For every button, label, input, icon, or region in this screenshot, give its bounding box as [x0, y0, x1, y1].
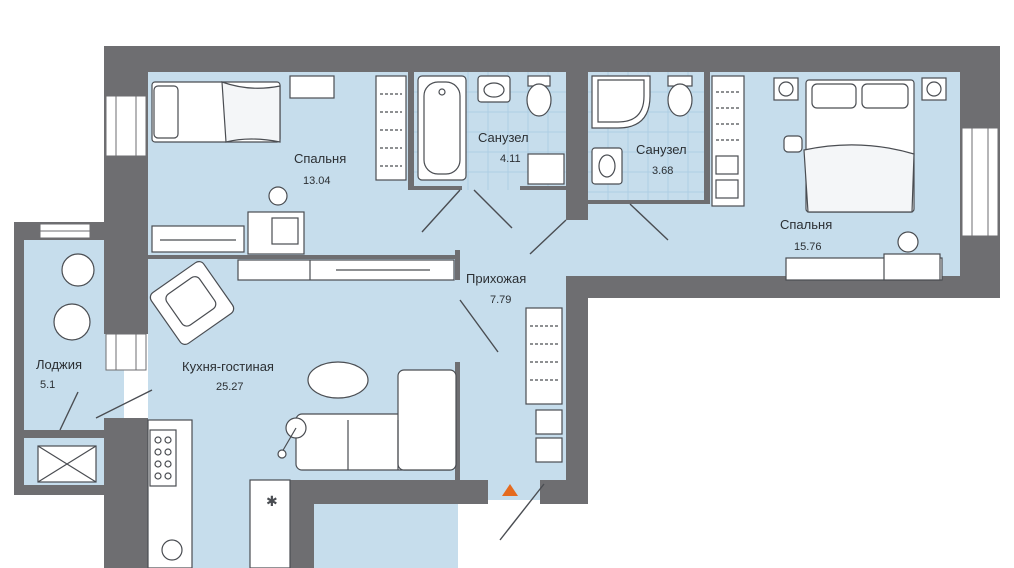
loggia-name: Лоджия [36, 357, 82, 372]
door-entry [499, 483, 545, 541]
kitchen-stool [161, 539, 183, 561]
bath1-area: 4.11 [500, 153, 521, 165]
printer-icon [271, 217, 299, 245]
doors [59, 189, 669, 541]
loggia-divider [20, 430, 124, 438]
wardrobe-bedroom1 [375, 75, 407, 181]
svg-text:✱: ✱ [266, 494, 278, 510]
wall-bed1-bottom [148, 255, 458, 259]
coffee-table [307, 361, 369, 399]
wall-bedroom2-bottom [566, 276, 1000, 298]
wall-bath1-bottom-left [412, 186, 462, 190]
bedroom2-name: Спальня [780, 217, 832, 232]
living-right-floor [455, 360, 495, 480]
window-bedroom1 [105, 95, 147, 157]
bedroom1-name: Спальня [294, 151, 346, 166]
bedroom2-area: 15.76 [794, 241, 822, 253]
loggia-area: 5.1 [40, 379, 55, 391]
bed-bedroom1 [151, 81, 281, 143]
door-bedroom1 [421, 189, 461, 233]
window-living [105, 333, 147, 371]
wall-bath1-bottom-right [520, 186, 566, 190]
kitchen-unit-2 [249, 479, 291, 568]
door-living [459, 299, 499, 353]
shoe-rack-2 [535, 437, 563, 463]
door-bath2 [629, 203, 669, 241]
windows [39, 95, 999, 371]
bath1-name: Санузел [478, 130, 529, 145]
wall-bath2-bed2 [704, 72, 710, 204]
armchair-living [149, 261, 235, 345]
door-bath1 [473, 189, 513, 229]
bathtub-bath1 [417, 75, 467, 181]
wall-living-bottom-down [290, 480, 314, 568]
wall-hall-bottom-right [540, 480, 588, 504]
loggia-chair [61, 253, 95, 287]
chair-bedroom2 [897, 231, 919, 253]
chair-bedroom1 [268, 186, 288, 206]
walls [14, 46, 1000, 568]
entry-arrow-icon [502, 484, 518, 496]
wall-bed1-bath1 [408, 72, 414, 190]
wall-left-upper [104, 46, 148, 334]
loggia-table [53, 303, 91, 341]
washer-bath1 [527, 153, 565, 185]
wardrobe-hall [525, 307, 563, 405]
desk-bedroom2-right [883, 253, 941, 281]
door-bedroom2 [529, 219, 567, 255]
wall-living-bottom [290, 480, 488, 504]
desk-bedroom1 [151, 225, 245, 253]
living-name: Кухня-гостиная [182, 359, 274, 374]
loggia-left [14, 222, 24, 485]
room-labels: Спальня 13.04 Санузел 4.11 Санузел 3.68 … [36, 130, 832, 393]
window-bedroom2 [961, 127, 999, 237]
bed-bedroom2 [803, 79, 915, 213]
wall-living-hall [455, 250, 460, 280]
bedroom1-area: 13.04 [303, 175, 331, 187]
wall-bath1-bath2 [566, 72, 588, 220]
stove [149, 429, 177, 487]
living-area: 25.27 [216, 381, 244, 393]
wall-living-hall-lower [455, 362, 460, 480]
slippers [783, 135, 803, 153]
wardrobe-bedroom2 [711, 75, 745, 207]
shower-bath2 [591, 75, 651, 129]
hall-area: 7.79 [490, 294, 511, 306]
sofa-living [295, 369, 457, 471]
toilet-bath1 [526, 75, 552, 117]
bath2-area: 3.68 [652, 165, 673, 177]
shelf-bedroom1 [289, 75, 335, 99]
wall-corridor-right [566, 276, 588, 504]
loggia-storage [37, 445, 97, 483]
door-loggia-inner [59, 391, 79, 431]
bath2-name: Санузел [636, 142, 687, 157]
loggia-bottom [14, 485, 124, 495]
furniture: ✱ [37, 75, 947, 568]
shoe-rack-1 [535, 409, 563, 435]
wall-top [104, 46, 1000, 72]
wall-bath2-bottom [588, 200, 704, 204]
door-loggia [95, 389, 153, 419]
hall-name: Прихожая [466, 271, 526, 286]
toilet-bath2 [667, 75, 693, 117]
